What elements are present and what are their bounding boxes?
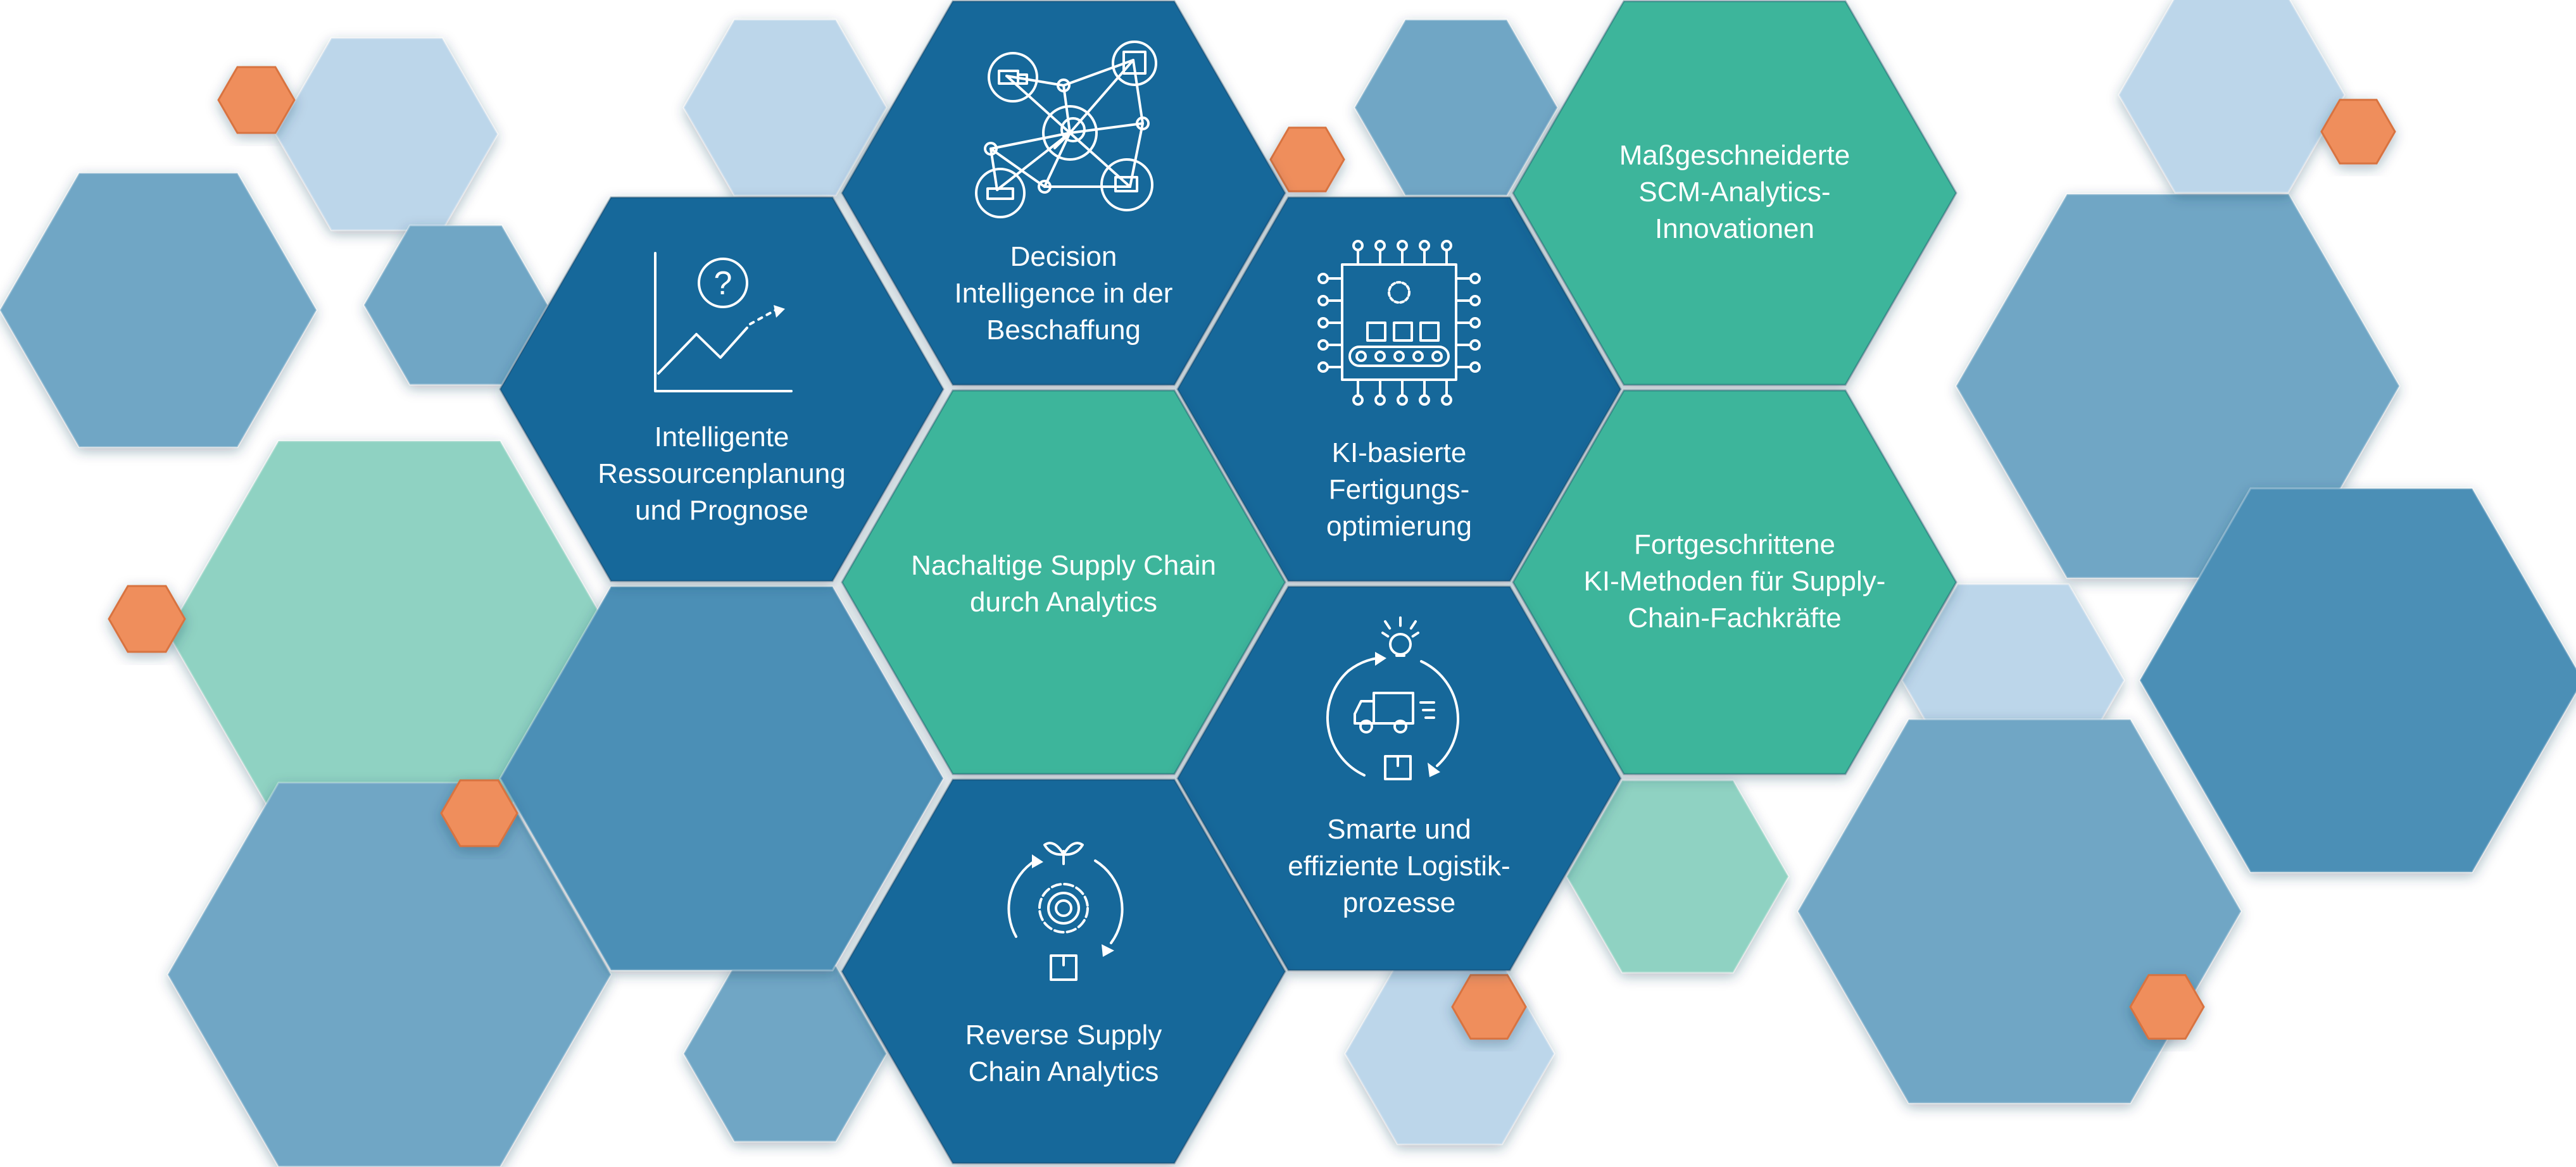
topic-label-line: KI-basierte xyxy=(1332,437,1467,468)
orange-accent-hexagon xyxy=(108,585,186,653)
topic-label-line: optimierung xyxy=(1326,511,1472,542)
svg-text:?: ? xyxy=(714,265,732,302)
topic-label-line: SCM-Analytics- xyxy=(1638,177,1830,208)
topic-label-line: effiziente Logistik- xyxy=(1288,851,1510,882)
topic-label-line: Innovationen xyxy=(1655,213,1814,244)
label-nachhaltig: Nachaltige Supply Chain durch Analytics xyxy=(911,550,1216,618)
hexagon-ressourcen xyxy=(499,196,945,582)
orange-accent-hexagon xyxy=(2320,99,2396,165)
hexagon-decision xyxy=(841,0,1286,386)
topic-label-line: Nachaltige Supply Chain xyxy=(911,550,1216,581)
background-hexagon xyxy=(0,172,318,448)
background-hexagon xyxy=(499,585,945,971)
hexagon-reverse xyxy=(841,778,1286,1164)
label-logistik: Smarte und effiziente Logistik-prozesse xyxy=(1288,814,1510,918)
topic-label-line: KI-Methoden für Supply- xyxy=(1584,566,1886,597)
truck-cycle-icon xyxy=(1326,616,1459,780)
topic-label-line: Fortgeschrittene xyxy=(1634,529,1835,560)
network-icon xyxy=(975,41,1157,218)
background-hexagon xyxy=(363,224,549,386)
background-hexagon xyxy=(1566,779,1790,974)
topic-label-line: durch Analytics xyxy=(970,587,1157,618)
orange-accent-hexagon xyxy=(440,779,518,847)
topic-label-line: Decision xyxy=(1010,241,1117,272)
orange-accent-hexagon xyxy=(1451,974,1527,1040)
topic-label-line: Fertigungs- xyxy=(1329,474,1470,505)
background-hexagon xyxy=(275,37,499,232)
orange-accent-hexagon xyxy=(1269,127,1345,192)
chip-conveyor-icon xyxy=(1317,240,1481,406)
topic-label-line: prozesse xyxy=(1343,887,1456,918)
hexagon-ki-fertigung xyxy=(1176,196,1622,582)
topic-label-line: Intelligente xyxy=(655,421,789,452)
gear-cycle-icon xyxy=(1007,842,1124,981)
background-hexagon xyxy=(1955,193,2401,579)
topic-label-line: Chain Analytics xyxy=(969,1056,1159,1087)
orange-accent-hexagon xyxy=(217,66,296,134)
topic-icons: ? xyxy=(654,41,1481,981)
topic-label-line: Beschaffung xyxy=(986,315,1141,346)
background-hexagon xyxy=(2139,487,2576,873)
hexagon-nachhaltig xyxy=(841,389,1286,775)
hexagon-fortgeschritten xyxy=(1512,389,1957,775)
topic-label-line: und Prognose xyxy=(635,495,808,526)
background-hexagon xyxy=(1797,718,2242,1104)
topic-label-line: Reverse Supply xyxy=(965,1020,1162,1051)
orange-accent-hexagon xyxy=(2129,974,2205,1040)
hexagon-massgeschneidert xyxy=(1512,0,1957,386)
chart-question-icon: ? xyxy=(654,252,793,392)
topic-label-line: Maßgeschneiderte xyxy=(1619,140,1850,171)
background-hexagon xyxy=(166,782,612,1167)
topic-label-line: Ressourcenplanung xyxy=(598,458,845,489)
background-hexagon xyxy=(1344,962,1555,1145)
background-hexagon xyxy=(682,18,888,197)
topic-label-line: Smarte und xyxy=(1327,814,1471,845)
background-hexagon xyxy=(2118,0,2346,194)
topic-label-line: Intelligence in der xyxy=(955,278,1173,309)
topic-label-line: Chain-Fachkräfte xyxy=(1628,602,1841,633)
background-hexagon xyxy=(1354,18,1559,197)
